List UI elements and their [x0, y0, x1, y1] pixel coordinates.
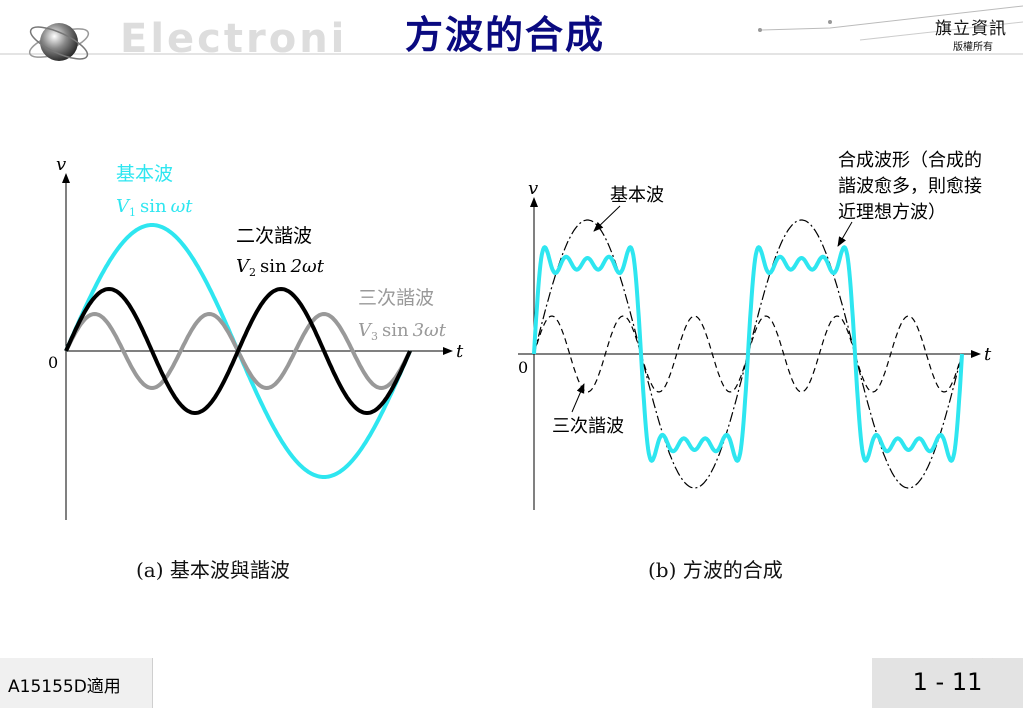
panel-b-fundamental-pointer: [593, 205, 621, 232]
header-watermark: Electroni: [120, 16, 348, 62]
footer-course-box: A15155D適用: [0, 658, 153, 708]
page-number: 1 - 11: [912, 668, 983, 696]
fundamental-dashdot-wave: [533, 219, 963, 489]
panel-a-v-label: v: [56, 154, 66, 175]
course-code: A15155D適用: [8, 677, 121, 697]
globe-logo-icon: [28, 23, 90, 61]
copyright-notice: 版權所有: [953, 42, 993, 53]
second-harmonic-label: 二次諧波: [236, 225, 312, 247]
third-harmonic-dashed-wave: [533, 315, 963, 393]
composite-wave-pointer: [837, 221, 853, 247]
panel-b-fundamental-label: 基本波: [610, 185, 664, 206]
panel-a-origin-label: 0: [48, 353, 58, 372]
second-harmonic-wave: [64, 286, 412, 416]
panel-b-origin-label: 0: [518, 358, 528, 377]
panel-b-t-label: t: [984, 344, 992, 365]
composite-wave-note: 合成波形（合成的 諧波愈多，則愈接 近理想方波）: [838, 150, 988, 223]
panel-b-third-harmonic-label: 三次諧波: [552, 416, 624, 437]
footer-page-box: 1 - 11: [872, 658, 1023, 708]
panel-a-caption: (a) 基本波與諧波: [136, 558, 290, 582]
header-decoration: [0, 5, 1023, 55]
panel-a-t-label: t: [456, 341, 464, 362]
composite-square-wave: [532, 245, 964, 463]
panel-b-caption: (b) 方波的合成: [648, 558, 783, 582]
panel-b-v-label: v: [528, 178, 538, 199]
third-harmonic-label: 三次諧波: [358, 287, 434, 309]
page-title: 方波的合成: [404, 12, 605, 57]
panel-b: v t 0 基本波 三次諧波 合成波形（合成的 諧波愈多，則愈接 近理想方波）: [518, 150, 992, 510]
publisher-name: 旗立資訊: [935, 19, 1007, 39]
header: Electroni 方波的合成 旗立資訊 版權所有: [0, 0, 1023, 62]
panel-b-third-harmonic-pointer: [571, 383, 585, 413]
fundamental-label: 基本波: [116, 163, 173, 185]
